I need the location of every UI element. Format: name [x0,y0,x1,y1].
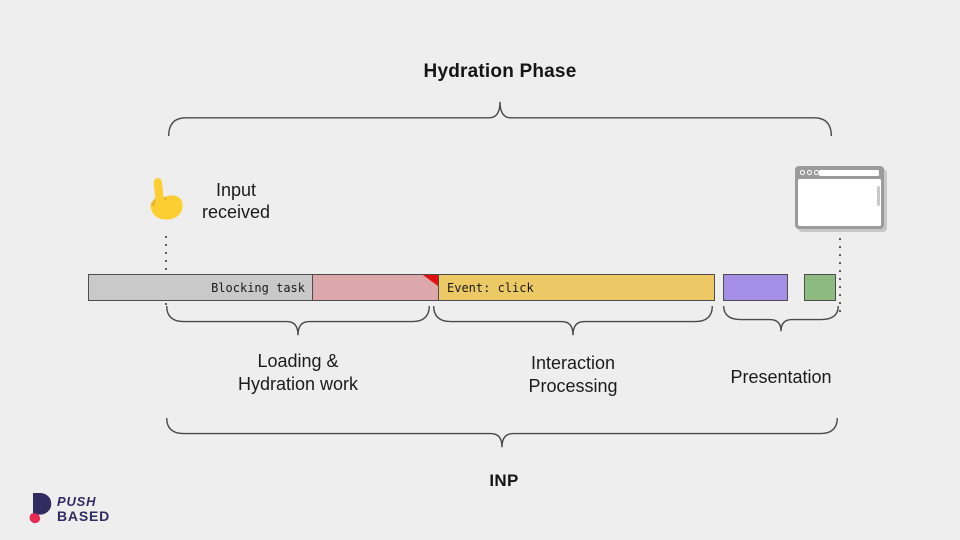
interaction-processing-label: Interaction Processing [528,353,618,396]
page-title: Hydration Phase [423,61,577,82]
presentation-dotted-line [839,238,841,313]
logo-text-based: BASED [57,507,111,524]
inp-metric-label: INP [489,471,519,490]
push-based-logomark-icon [29,493,52,524]
pointing-up-finger-icon [142,176,186,226]
window-button-icon [807,170,812,175]
interruption-marker-icon [423,275,438,286]
browser-addressbar [819,169,879,176]
interaction-processing-brace [433,306,713,336]
browser-titlebar [795,166,884,179]
browser-content [798,179,881,226]
logo-text-push: PUSH [57,493,97,509]
presentation-brace [723,306,839,332]
hydration-phase-brace [168,101,832,136]
timeline-segment-presentation-purple [723,274,788,301]
timeline-segment-blocking-task: Blocking task [88,274,313,301]
inp-brace [166,418,838,448]
push-based-logo: PUSH BASED [28,492,110,525]
browser-scrollbar-icon [876,186,880,206]
timeline-segment-event-click: Event: click [438,274,715,301]
window-button-icon [814,170,819,175]
input-received-label: Input received [201,180,271,222]
loading-hydration-label: Loading & Hydration work [237,351,359,394]
input-dotted-line-top [165,236,167,273]
blocking-task-label: Blocking task [211,280,305,295]
presentation-label: Presentation [730,367,832,387]
event-click-label: Event: click [447,280,534,295]
window-button-icon [800,170,805,175]
timeline-segment-blocking-overrun [312,274,439,301]
loading-hydration-brace [166,306,430,336]
input-dotted-line-bottom [165,303,167,310]
timeline-segment-presentation-green [804,274,836,301]
browser-window-icon [795,166,884,229]
